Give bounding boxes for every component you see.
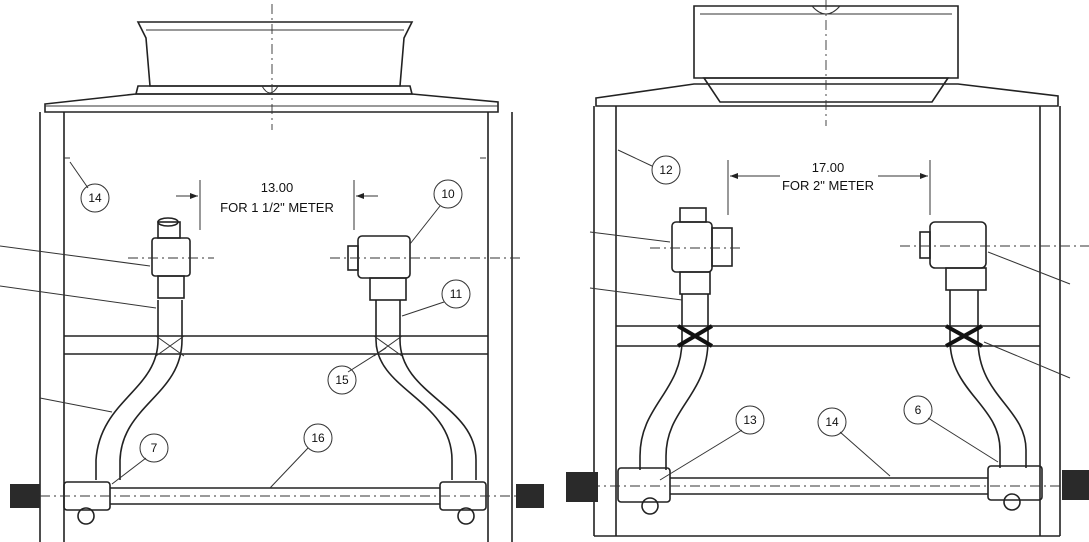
right-callout-12: 12: [617, 149, 681, 185]
left-s-pipes: [95, 300, 477, 480]
svg-text:13: 13: [743, 413, 757, 427]
svg-text:11: 11: [450, 287, 463, 301]
svg-text:7: 7: [151, 441, 158, 455]
svg-text:15: 15: [335, 373, 349, 387]
right-dimension-value: 17.00: [812, 160, 845, 175]
right-inlet-valve: [650, 207, 744, 295]
right-dimension-label: FOR 2" METER: [782, 178, 874, 193]
right-outlet-valve: [900, 221, 1089, 291]
right-meter-box: [593, 106, 1061, 537]
svg-text:14: 14: [825, 415, 839, 429]
svg-text:6: 6: [915, 403, 922, 417]
left-dimension: 13.00 FOR 1 1/2" METER: [176, 180, 378, 230]
left-meter-box-lid: [44, 4, 499, 130]
left-callout-15: 15: [327, 347, 387, 395]
right-meter-box-lid: [595, 0, 1059, 126]
left-callout-10: 10: [409, 179, 463, 245]
right-dimension: 17.00 FOR 2" METER: [727, 160, 931, 215]
svg-text:16: 16: [311, 431, 325, 445]
right-bypass-pipe: [566, 465, 1089, 515]
right-callout-14: 14: [817, 407, 891, 477]
left-outlet-valve: [330, 235, 520, 301]
left-meter-box: [39, 112, 513, 542]
left-dimension-value: 13.00: [261, 180, 294, 195]
left-inlet-valve: [128, 217, 214, 299]
left-callout-11: 11: [401, 279, 471, 317]
right-callout-6: 6: [903, 395, 999, 463]
left-leader-lines: [0, 245, 157, 413]
left-callout-14: 14: [69, 161, 110, 213]
right-callout-13: 13: [659, 405, 765, 481]
right-s-pipes: [639, 290, 1027, 470]
svg-text:14: 14: [88, 191, 102, 205]
svg-text:10: 10: [441, 187, 455, 201]
svg-text:12: 12: [659, 163, 673, 177]
left-callout-7: 7: [111, 433, 169, 485]
right-assembly: 17.00 FOR 2" METER 12 13 14 6: [566, 0, 1089, 537]
left-assembly: 13.00 FOR 1 1/2" METER 14 10 11 15 7: [0, 4, 544, 542]
left-bypass-pipe: [10, 481, 544, 525]
left-dimension-label: FOR 1 1/2" METER: [220, 200, 334, 215]
left-callout-16: 16: [269, 423, 333, 489]
right-leader-lines: [589, 231, 1071, 379]
